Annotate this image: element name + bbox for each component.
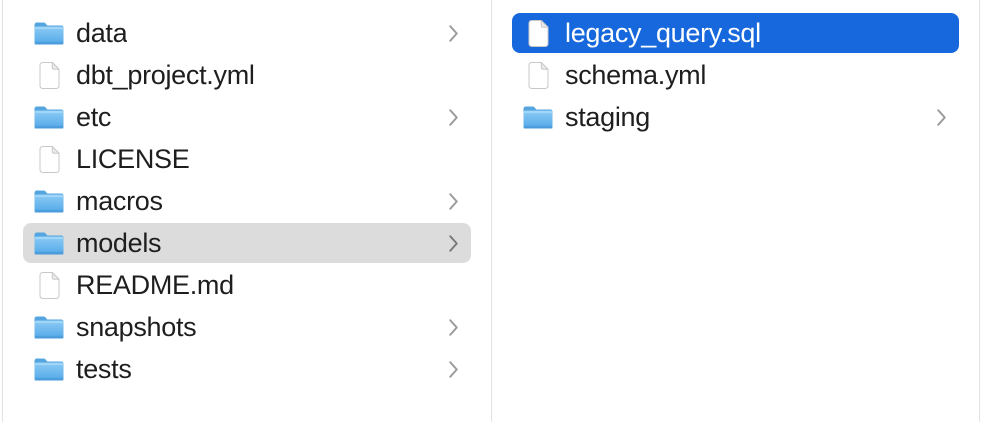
file-icon bbox=[520, 15, 556, 51]
folder-icon bbox=[31, 183, 67, 219]
folder-icon bbox=[31, 225, 67, 261]
file-row-schema.yml[interactable]: schema.yml bbox=[512, 55, 959, 95]
folder-row-tests[interactable]: tests bbox=[23, 349, 471, 389]
chevron-right-icon bbox=[448, 108, 459, 127]
column-divider bbox=[491, 0, 492, 422]
file-row-README.md[interactable]: README.md bbox=[23, 265, 471, 305]
file-icon bbox=[31, 267, 67, 303]
folder-icon bbox=[31, 99, 67, 135]
folder-row-data[interactable]: data bbox=[23, 13, 471, 53]
folder-row-models[interactable]: models bbox=[23, 223, 471, 263]
file-row-legacy_query.sql[interactable]: legacy_query.sql bbox=[512, 13, 959, 53]
chevron-right-icon bbox=[448, 192, 459, 211]
folder-row-snapshots[interactable]: snapshots bbox=[23, 307, 471, 347]
file-row-LICENSE[interactable]: LICENSE bbox=[23, 139, 471, 179]
item-label: models bbox=[76, 228, 162, 258]
folder-icon bbox=[520, 99, 556, 135]
file-icon bbox=[520, 57, 556, 93]
column-divider bbox=[979, 0, 980, 422]
chevron-right-icon bbox=[936, 108, 947, 127]
item-label: dbt_project.yml bbox=[76, 60, 255, 90]
item-label: macros bbox=[76, 186, 163, 216]
item-label: tests bbox=[76, 354, 132, 384]
chevron-right-icon bbox=[448, 24, 459, 43]
file-icon bbox=[31, 141, 67, 177]
folder-icon bbox=[31, 351, 67, 387]
chevron-right-icon bbox=[448, 234, 459, 253]
item-label: LICENSE bbox=[76, 144, 190, 174]
chevron-right-icon bbox=[448, 318, 459, 337]
item-label: README.md bbox=[76, 270, 234, 300]
window-edge-line bbox=[2, 0, 3, 422]
folder-row-etc[interactable]: etc bbox=[23, 97, 471, 137]
file-icon bbox=[31, 57, 67, 93]
window-edge-spacer bbox=[980, 0, 984, 422]
finder-column-left: data dbt_project.yml etc LICEN bbox=[3, 0, 491, 422]
folder-row-macros[interactable]: macros bbox=[23, 181, 471, 221]
item-label: schema.yml bbox=[565, 60, 707, 90]
file-row-dbt_project.yml[interactable]: dbt_project.yml bbox=[23, 55, 471, 95]
folder-icon bbox=[31, 15, 67, 51]
item-label: data bbox=[76, 18, 128, 48]
chevron-right-icon bbox=[448, 360, 459, 379]
finder-column-right: legacy_query.sql schema.yml staging bbox=[492, 0, 979, 422]
item-label: staging bbox=[565, 102, 650, 132]
item-label: legacy_query.sql bbox=[565, 18, 761, 48]
folder-icon bbox=[31, 309, 67, 345]
item-label: etc bbox=[76, 102, 112, 132]
item-label: snapshots bbox=[76, 312, 197, 342]
folder-row-staging[interactable]: staging bbox=[512, 97, 959, 137]
